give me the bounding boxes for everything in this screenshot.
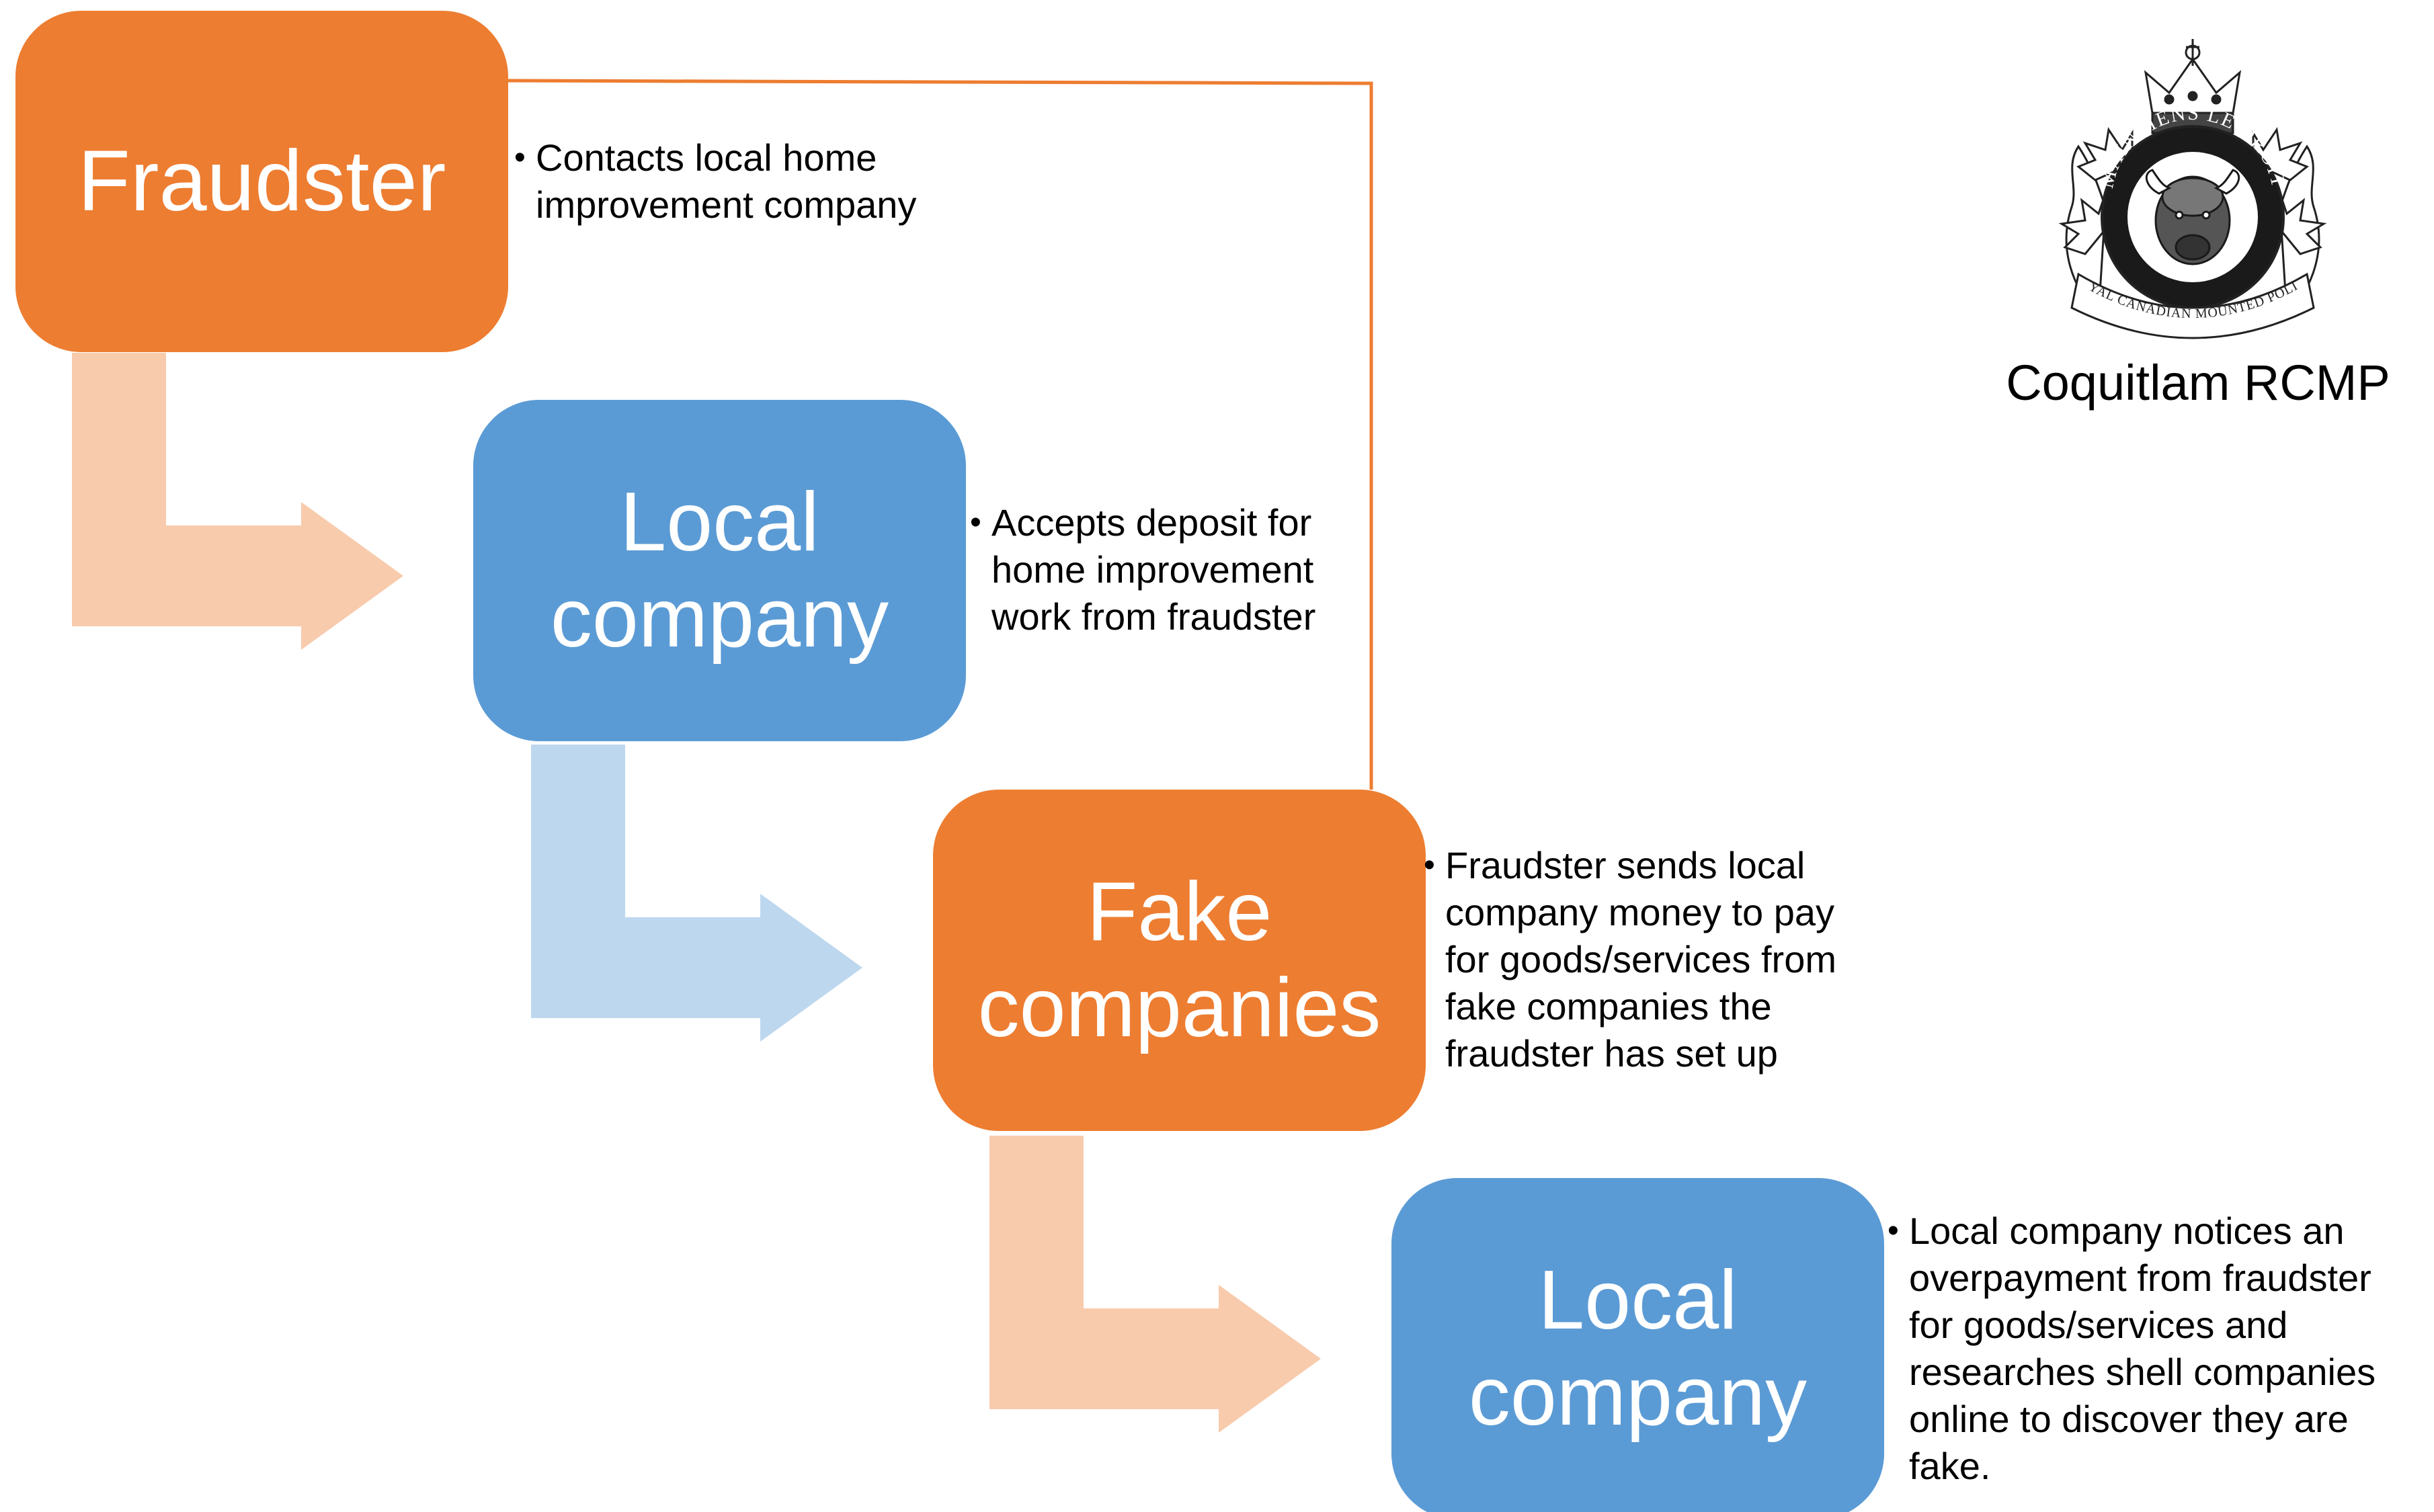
step-box-fraudster: Fraudster [15, 11, 508, 352]
step-box-label: companies [977, 962, 1381, 1054]
bullet-icon: • [514, 140, 526, 175]
caption-coquitlam-rcmp: Coquitlam RCMP [2006, 355, 2390, 411]
bullet-text: Contacts local home improvement company [536, 136, 917, 226]
step-box-label: company [1468, 1350, 1808, 1443]
bullet-icon: • [1424, 847, 1435, 883]
arrow-local-company-to-fake-companies [531, 745, 862, 1042]
connector-line-fraudster-to-fake-companies [508, 79, 1373, 790]
rcmp-crest-logo: MAINTIENS LE DROIT ROYAL CANADIAN MOUNTE… [2058, 32, 2327, 339]
bullet-icon: • [970, 505, 981, 540]
bullet-text: Local company notices an overpayment fro… [1909, 1210, 2376, 1487]
bullet-note-step-4: • Local company notices an overpayment f… [1888, 1208, 2425, 1490]
step-box-label: company [550, 572, 889, 665]
step-box-label: Fake [1086, 866, 1272, 959]
step-box-local-company-final: Local company [1391, 1178, 1884, 1512]
arrow-fake-companies-to-local-company [989, 1136, 1321, 1433]
bullet-note-step-2: • Accepts deposit for home improvement w… [970, 499, 1373, 640]
step-box-label: Fraudster [77, 133, 446, 230]
step-box-fake-companies: Fake companies [933, 790, 1426, 1131]
bullet-icon: • [1888, 1213, 1899, 1249]
bullet-text: Fraudster sends local company money to p… [1445, 844, 1836, 1075]
step-box-label: Local [620, 476, 819, 569]
step-box-local-company: Local company [473, 400, 966, 741]
bullet-text: Accepts deposit for home improvement wor… [991, 501, 1316, 638]
step-box-label: Local [1538, 1254, 1738, 1347]
bullet-note-step-1: • Contacts local home improvement compan… [514, 134, 985, 228]
bullet-note-step-3: • Fraudster sends local company money to… [1424, 842, 1881, 1077]
arrow-fraudster-to-local-company [72, 353, 403, 650]
